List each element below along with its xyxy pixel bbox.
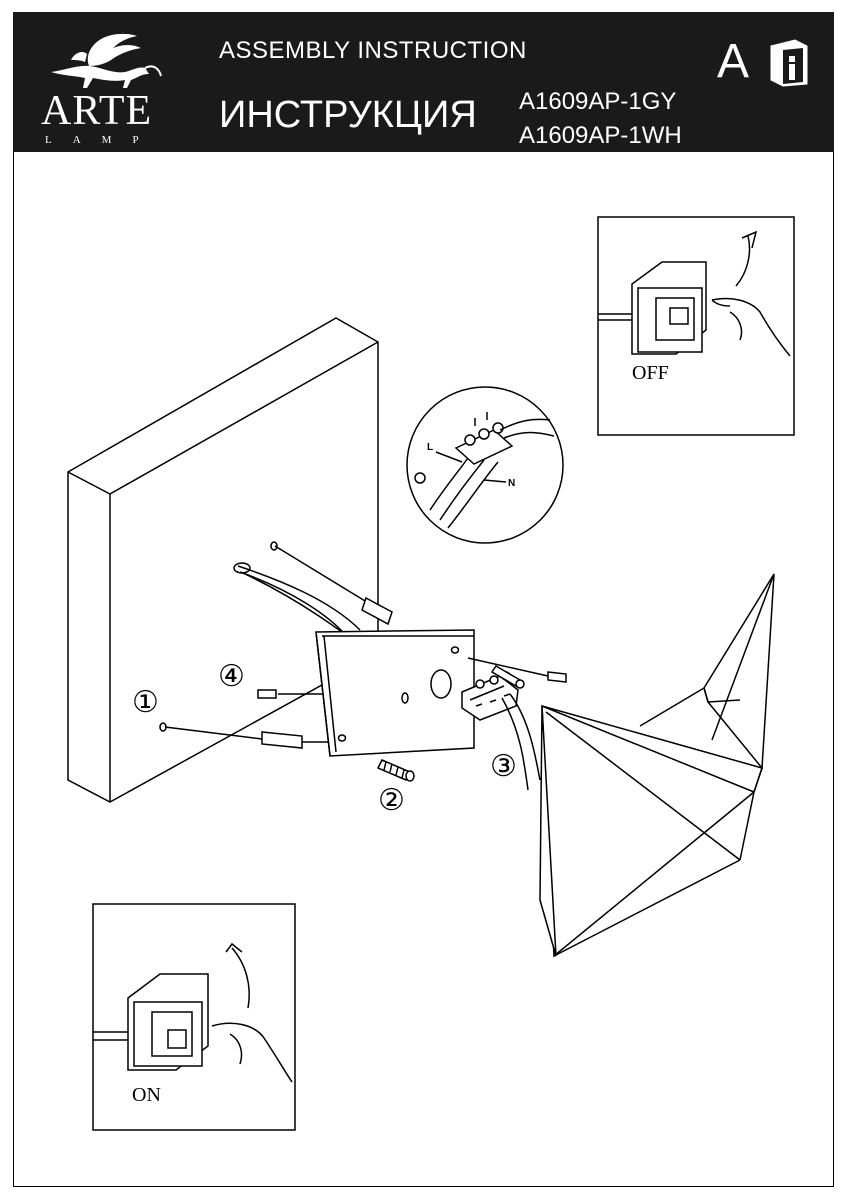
lamp-body bbox=[539, 573, 775, 958]
lamp-screw bbox=[467, 657, 567, 689]
wire-label-live: L bbox=[427, 442, 433, 453]
wall-dowel-upper bbox=[270, 541, 393, 626]
callout-2: ② bbox=[378, 784, 405, 817]
title-russian: ИНСТРУКЦИЯ bbox=[219, 94, 477, 136]
terminal-block bbox=[461, 671, 541, 791]
callout-1: ① bbox=[132, 686, 159, 719]
brand-name: ARTE bbox=[41, 88, 153, 134]
info-book-icon bbox=[770, 39, 808, 87]
title-english: ASSEMBLY INSTRUCTION bbox=[219, 37, 527, 64]
wiring-detail bbox=[406, 386, 564, 544]
griffin-logo-icon bbox=[51, 33, 162, 88]
callout-3: ③ bbox=[490, 750, 517, 783]
header-bar: ARTE LAMP ASSEMBLY INSTRUCTION ИНСТРУКЦИ… bbox=[13, 12, 834, 152]
switch-on-panel bbox=[92, 903, 296, 1131]
dowel-screw-4 bbox=[257, 689, 322, 699]
switch-off-panel bbox=[597, 216, 795, 436]
plate-screw bbox=[376, 759, 415, 782]
callout-4: ④ bbox=[218, 660, 245, 693]
model-number-wh: A1609AP-1WH bbox=[519, 122, 682, 149]
switch-on-label: ON bbox=[132, 1084, 161, 1106]
wire-label-neutral: N bbox=[508, 478, 515, 489]
brand-subtitle: LAMP bbox=[45, 134, 160, 146]
mounting-plate bbox=[315, 629, 475, 757]
section-letter: A bbox=[717, 35, 750, 88]
switch-off-label: OFF bbox=[632, 362, 669, 384]
model-number-gy: A1609AP-1GY bbox=[519, 88, 677, 115]
wall-block bbox=[67, 317, 379, 803]
wall-dowel-lower bbox=[159, 722, 340, 749]
